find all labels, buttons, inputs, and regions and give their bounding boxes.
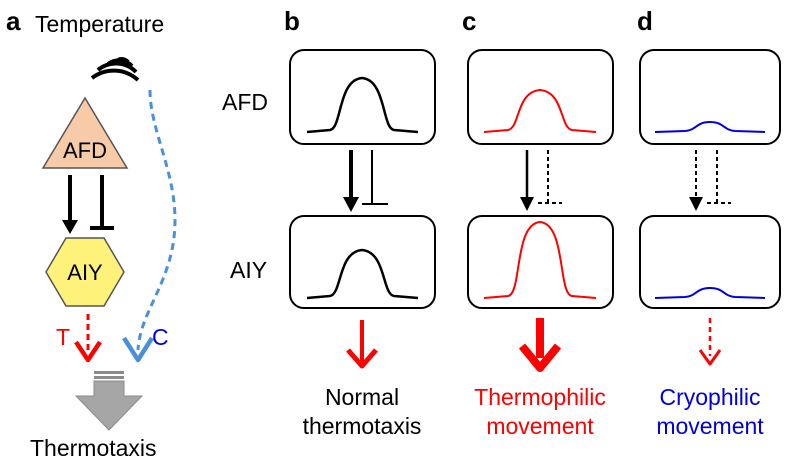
panel-d-caption-line2: movement (656, 413, 764, 439)
panel-b-caption-line1: Normal (325, 384, 399, 410)
panel-c-caption-line1: Thermophilic (474, 384, 606, 410)
row-label-aiy: AIY (230, 257, 267, 283)
panel-c-aiy-box (467, 215, 614, 309)
path-c-label: C (152, 324, 169, 350)
aiy-node-label: AIY (67, 260, 103, 285)
thermotaxis-label: Thermotaxis (30, 435, 157, 461)
panel-d-aiy-trace (654, 286, 766, 299)
afd-to-aiy-arrowhead (62, 220, 78, 234)
c-pathway-arrowhead (122, 336, 154, 363)
panel-c-afd-trace (483, 88, 597, 133)
path-t-label: T (56, 324, 70, 350)
afd-triangle-node (41, 96, 129, 169)
t-pathway-arrowhead (74, 340, 102, 363)
panel-b-aiy-box (289, 215, 436, 309)
aiy-hexagon-node (45, 237, 125, 307)
panel-d-letter: d (637, 6, 653, 36)
panel-d-caption-line1: Cryophilic (660, 384, 761, 410)
c-pathway-dashed (136, 89, 177, 351)
thermotaxis-output-arrow (74, 371, 144, 431)
panel-b-afd-box (289, 49, 436, 145)
panel-d-afd-box (639, 49, 781, 145)
row-label-afd: AFD (222, 89, 268, 115)
panel-b-afd-trace (306, 76, 419, 134)
panel-c-caption-line2: movement (486, 413, 594, 439)
panel-b-caption-line2: thermotaxis (303, 413, 422, 439)
heat-wave-icon (90, 57, 140, 82)
panel-c-aiy-trace (483, 220, 597, 299)
panel-b-aiy-trace (306, 248, 419, 300)
panel-c-afd-box (467, 49, 614, 145)
temperature-label: Temperature (35, 11, 164, 37)
panel-b-letter: b (284, 6, 300, 36)
panel-c-letter: c (462, 6, 476, 36)
panel-d-afd-trace (654, 120, 766, 133)
afd-node-label: AFD (63, 138, 107, 163)
panel-d-aiy-box (639, 215, 781, 309)
panel-a-letter: a (6, 6, 21, 36)
